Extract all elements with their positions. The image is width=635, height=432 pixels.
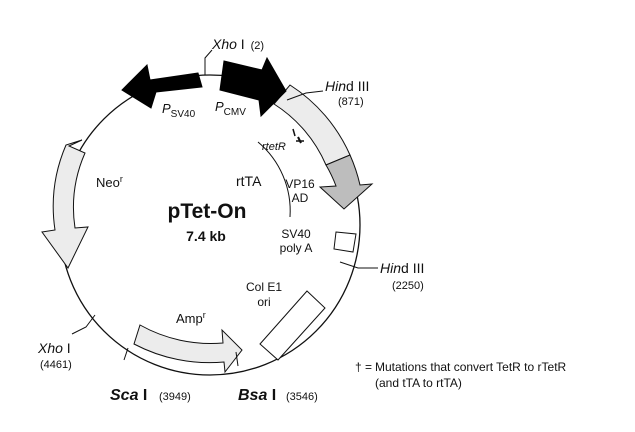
sca-label: Sca I: [110, 387, 147, 404]
sv40-polya-label-line1: SV40: [281, 227, 311, 241]
colE1-label-line2: ori: [257, 295, 270, 309]
colE1-ori-box: [259, 290, 326, 361]
neo-label: Neor: [96, 174, 123, 190]
legend-line2: (and tTA to rtTA): [375, 376, 462, 390]
xho-top-leader: [204, 49, 213, 75]
hind-top-leader: [286, 90, 324, 101]
hind-top-label: Hind III: [325, 78, 369, 94]
mutation-marks: [292, 128, 304, 144]
pcmv-promoter-arrow: [219, 56, 287, 118]
bsa-position: (3546): [286, 391, 318, 403]
colE1-label-line1: Col E1: [246, 280, 282, 294]
hind-right-position: (2250): [392, 280, 424, 292]
sv40-polya-box: [333, 231, 357, 253]
plasmid-name: pTet-On: [168, 200, 247, 223]
hind-top-position: (871): [338, 96, 364, 108]
amp-label: Ampr: [176, 310, 206, 326]
bsa-tick: [235, 351, 239, 367]
amp-arrow: [133, 324, 243, 374]
hind-right-leader: [339, 261, 378, 269]
vp16-label-line2: AD: [292, 191, 309, 205]
pcmv-label: PCMV: [215, 99, 246, 118]
bsa-label: Bsa I: [238, 387, 276, 404]
neo-arrow: [41, 139, 89, 269]
vp16-arrow: [318, 154, 374, 210]
xho-top-label: Xho I (2): [211, 36, 264, 52]
rtta-label: rtTA: [236, 173, 262, 189]
rtetr-label: rtetR: [262, 141, 286, 153]
psv40-promoter-arrow: [121, 63, 203, 109]
psv40-label: PSV40: [162, 101, 196, 120]
vp16-label-line1: VP16: [285, 177, 315, 191]
xho-left-position: (4461): [40, 359, 72, 371]
plasmid-size: 7.4 kb: [186, 228, 226, 244]
sv40-polya-label-line2: poly A: [280, 241, 313, 255]
legend-symbol: † =: [355, 360, 372, 374]
xho-left-leader: [71, 314, 96, 335]
legend-line1: Mutations that convert TetR to rTetR: [375, 360, 567, 374]
xho-left-label: Xho I: [37, 340, 71, 356]
rtta-arc: [257, 141, 291, 218]
sca-tick: [123, 347, 129, 361]
hind-right-label: Hind III: [380, 260, 424, 276]
sca-position: (3949): [159, 391, 191, 403]
